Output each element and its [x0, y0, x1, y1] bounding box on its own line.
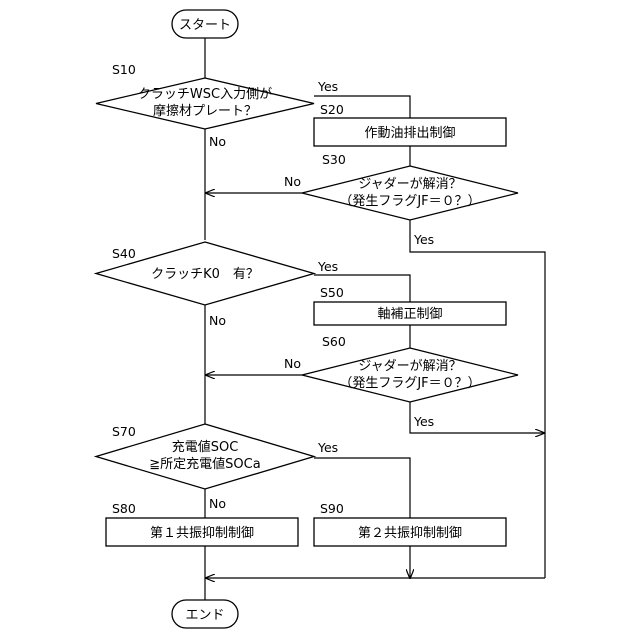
- step-s80-id: S80: [112, 501, 136, 516]
- step-s40-yes-label: Yes: [317, 259, 338, 274]
- step-s90-id: S90: [320, 501, 344, 516]
- step-s70-no-label: No: [209, 496, 226, 511]
- step-s50-label: 軸補正制御: [377, 307, 442, 322]
- step-s60-line2: （発生フラグJF＝０？）: [339, 376, 480, 391]
- start-label: スタート: [179, 18, 231, 33]
- step-s70: S70 充電値SOC ≧所定充電値SOCa Yes No: [96, 424, 338, 511]
- step-s10-id: S10: [112, 62, 136, 77]
- step-s30-diamond: [302, 166, 518, 220]
- step-s80: S80 第１共振抑制制御: [106, 501, 298, 546]
- step-s10-yes-label: Yes: [317, 79, 338, 94]
- step-s50-id: S50: [320, 285, 344, 300]
- step-s80-label: 第１共振抑制制御: [150, 526, 254, 541]
- step-s60: S60 ジャダーが解消？ （発生フラグJF＝０？） No Yes: [284, 334, 518, 429]
- step-s60-diamond: [302, 348, 518, 402]
- step-s30-line2: （発生フラグJF＝０？）: [339, 194, 480, 209]
- step-s70-id: S70: [112, 424, 136, 439]
- step-s30-no-label: No: [284, 174, 301, 189]
- step-s60-yes-label: Yes: [413, 414, 434, 429]
- end-label: エンド: [185, 608, 224, 623]
- end-terminal: エンド: [172, 600, 238, 628]
- step-s60-no-label: No: [284, 356, 301, 371]
- step-s60-id: S60: [322, 334, 346, 349]
- step-s30-id: S30: [322, 152, 346, 167]
- start-terminal: スタート: [172, 10, 238, 38]
- step-s20-id: S20: [320, 102, 344, 117]
- step-s10: S10 クラッチWSC入力側が 摩擦材プレート？ Yes No: [96, 62, 338, 149]
- step-s30: S30 ジャダーが解消？ （発生フラグJF＝０？） No Yes: [284, 152, 518, 247]
- step-s10-line2: 摩擦材プレート？: [153, 103, 257, 119]
- step-s10-no-label: No: [209, 134, 226, 149]
- step-s40-id: S40: [112, 246, 136, 261]
- step-s60-line1: ジャダーが解消？: [358, 359, 461, 374]
- step-s20-label: 作動油排出制御: [364, 126, 455, 141]
- step-s10-line1: クラッチWSC入力側が: [138, 87, 272, 102]
- step-s70-line1: 充電値SOC: [172, 439, 239, 455]
- step-s40: S40 クラッチK0 有？ Yes No: [96, 242, 338, 328]
- step-s70-line2: ≧所定充電値SOCa: [149, 456, 260, 472]
- step-s40-label: クラッチK0 有？: [151, 267, 259, 282]
- step-s70-yes-label: Yes: [317, 440, 338, 455]
- step-s30-line1: ジャダーが解消？: [358, 177, 461, 192]
- step-s40-no-label: No: [209, 313, 226, 328]
- step-s90-label: 第２共振抑制制御: [358, 526, 462, 541]
- step-s30-yes-label: Yes: [413, 232, 434, 247]
